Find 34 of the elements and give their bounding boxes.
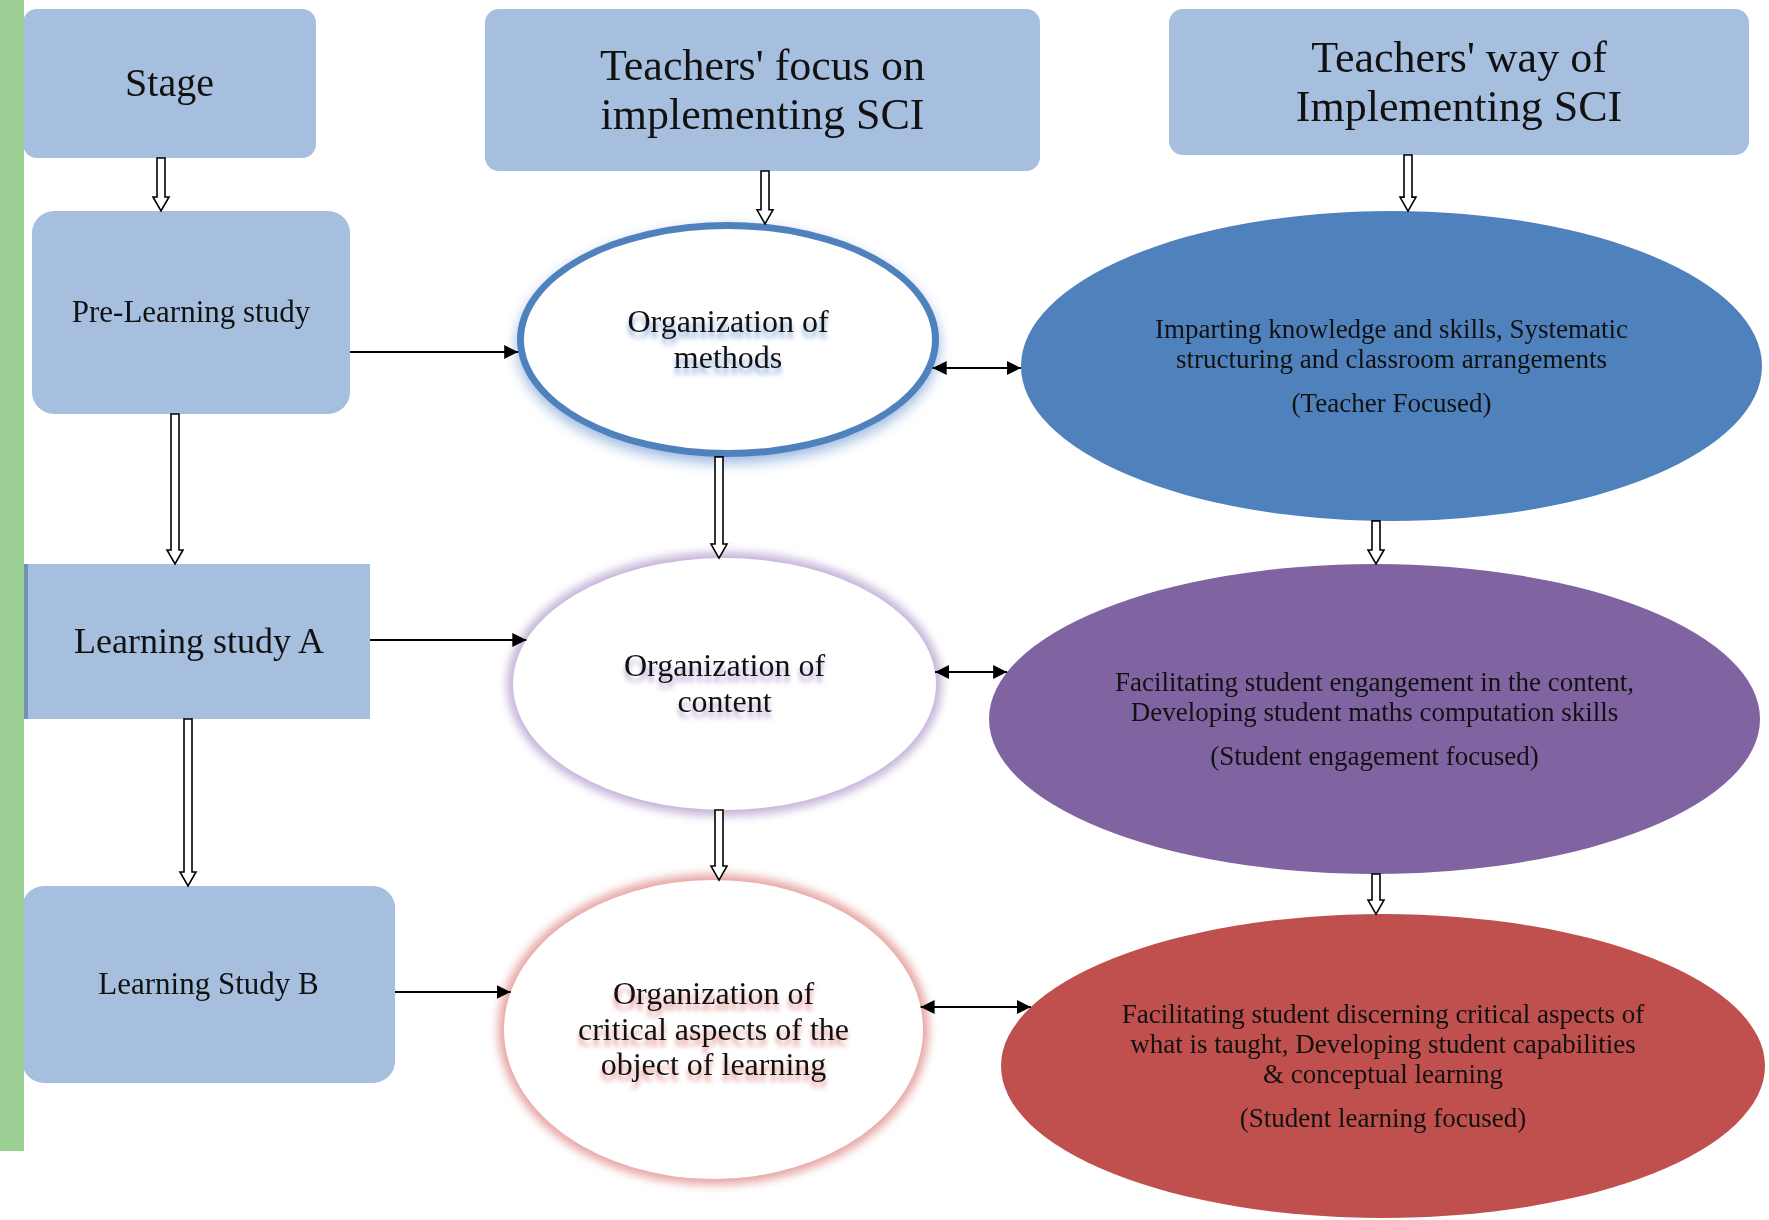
node-label: Organization of content <box>622 648 827 720</box>
stage-box <box>22 886 395 1083</box>
node-label: Facilitating student discerning critical aspects of what is taught, Developing student capabilities & conceptual learning <box>1121 998 1645 1090</box>
node-label: Stage <box>125 61 214 106</box>
focus-note: (Teacher Focused) <box>1291 388 1492 419</box>
hollow-arrow <box>1398 154 1418 213</box>
arrow <box>349 345 520 359</box>
hollow-arrow <box>1366 520 1386 566</box>
node-label: Learning Study B <box>98 967 319 1002</box>
hollow-arrow <box>709 456 729 560</box>
arrow <box>934 665 1009 679</box>
stage-box <box>32 211 350 414</box>
node-label: Learning study A <box>74 621 324 662</box>
node-label: Organization of methods <box>626 303 830 376</box>
arrow <box>369 633 528 647</box>
side-bar <box>0 0 24 1151</box>
node-label: Facilitating student engangement in the content, Developing student maths computation skills <box>1114 666 1635 728</box>
hollow-arrow <box>165 413 185 566</box>
hollow-arrow <box>709 809 729 882</box>
header-box <box>485 9 1040 171</box>
hollow-arrow <box>178 718 198 888</box>
hollow-arrow <box>755 170 775 226</box>
hollow-arrow <box>1366 873 1386 916</box>
node-label: Organization of critical aspects of the object of learning <box>578 975 849 1084</box>
node-label: Teachers' focus on implementing SCI <box>599 40 926 140</box>
hollow-arrow <box>151 157 171 213</box>
node-label: Imparting knowledge and skills, Systematic structuring and classroom arrangements <box>1153 313 1630 375</box>
stage-box <box>22 564 370 719</box>
node-label: Teachers' way of Implementing SCI <box>1294 32 1624 132</box>
header-box <box>23 9 316 158</box>
focus-note: (Student engagement focused) <box>1210 741 1539 772</box>
node-label: Pre-Learning study <box>71 295 311 330</box>
focus-note: (Student learning focused) <box>1239 1103 1527 1134</box>
header-box <box>1169 9 1749 155</box>
